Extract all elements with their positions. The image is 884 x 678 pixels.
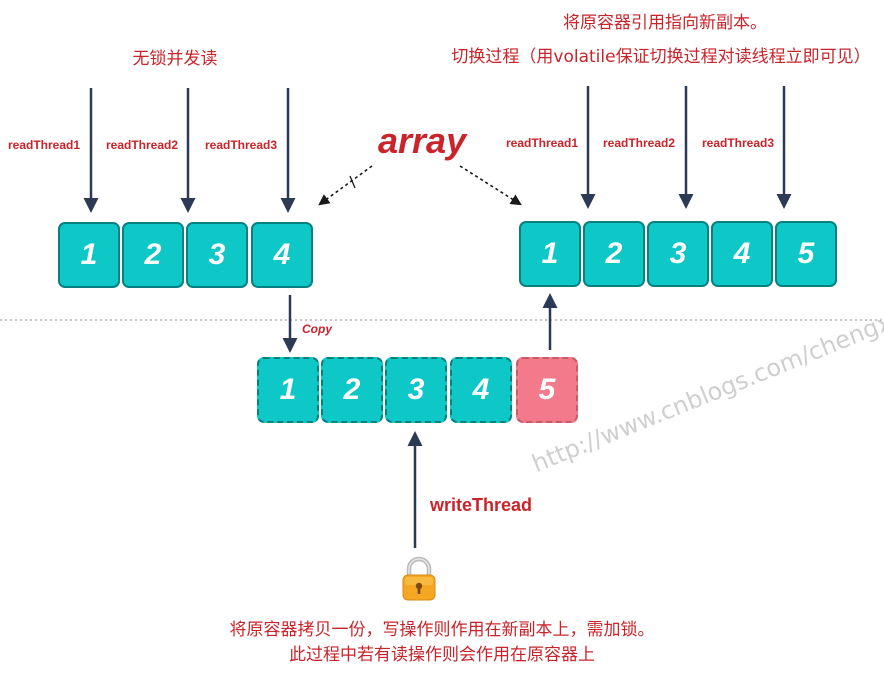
copy-array-cell: 3 — [385, 357, 447, 423]
array-pointer-new — [459, 165, 522, 206]
array-pointer-old — [318, 165, 373, 206]
copy-array-cell: 2 — [321, 357, 383, 423]
right-read-thread-3: readThread3 — [702, 136, 775, 150]
old-array-cell: 2 — [122, 222, 184, 288]
old-array-cell: 3 — [186, 222, 248, 288]
new-array-cell: 1 — [519, 221, 581, 287]
array-label: array — [378, 120, 467, 161]
left-read-thread-3: readThread3 — [205, 138, 278, 152]
copy-array-cell: 4 — [450, 357, 512, 423]
array-pointer-cut-mark — [349, 175, 356, 189]
new-array-cell: 4 — [711, 221, 773, 287]
right-title-line1: 将原容器引用指向新副本。 — [563, 13, 767, 33]
right-read-thread-2: readThread2 — [603, 136, 676, 150]
copy-array-new-cell: 5 — [516, 357, 578, 423]
lock-icon — [399, 556, 439, 602]
copy-label: Copy — [302, 322, 332, 336]
left-read-thread-1: readThread1 — [8, 138, 81, 152]
new-array-cell: 2 — [583, 221, 645, 287]
right-read-thread-1: readThread1 — [506, 136, 579, 150]
footer-line-2: 此过程中若有读操作则会作用在原容器上 — [289, 645, 595, 665]
copy-array-cell: 1 — [257, 357, 319, 423]
new-array-cell: 5 — [775, 221, 837, 287]
footer-line-1: 将原容器拷贝一份，写操作则作用在新副本上，需加锁。 — [229, 620, 655, 640]
write-thread-label: writeThread — [430, 495, 533, 515]
new-array-cell: 3 — [647, 221, 709, 287]
left-read-thread-2: readThread2 — [106, 138, 179, 152]
right-title-line2: 切换过程（用volatile保证切换过程对读线程立即可见） — [451, 47, 871, 67]
old-array-cell: 1 — [58, 222, 120, 288]
old-array-cell: 4 — [251, 222, 313, 288]
left-title: 无锁并发读 — [132, 49, 218, 69]
